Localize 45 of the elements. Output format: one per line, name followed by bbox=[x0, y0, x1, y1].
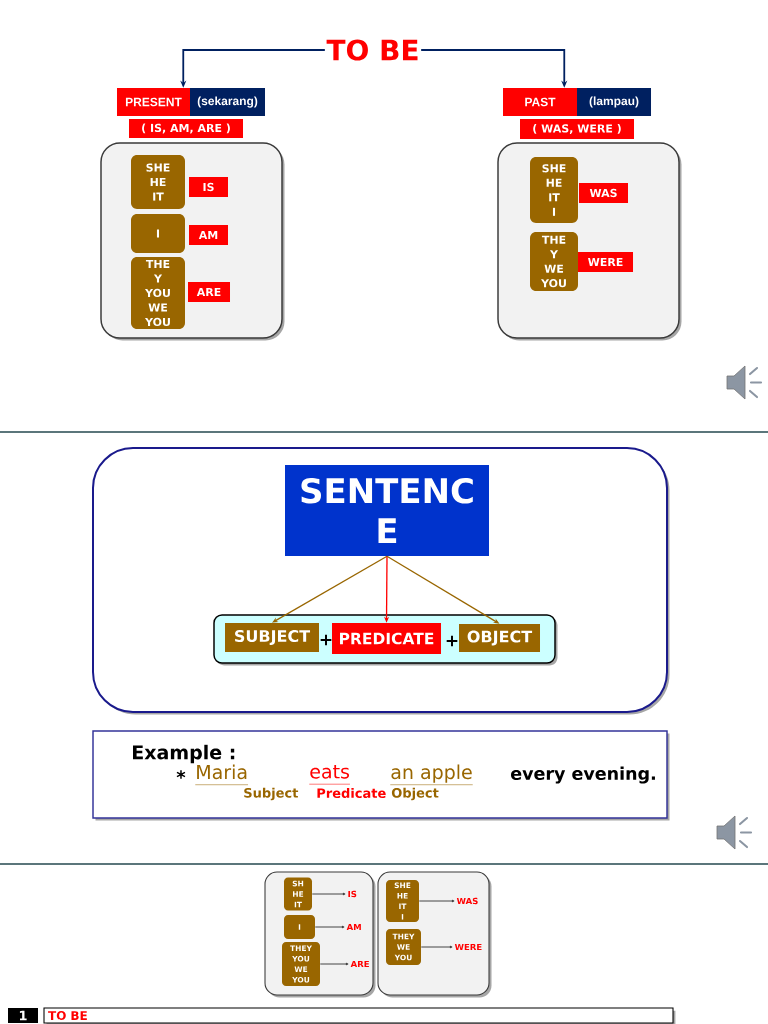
asterisk-text: * bbox=[176, 770, 186, 779]
verb-text: IS bbox=[348, 890, 357, 898]
verb-list-tag: ( IS, AM, ARE ) bbox=[129, 119, 243, 138]
verb-list-tag: ( WAS, WERE ) bbox=[520, 119, 634, 139]
pronoun-box: I bbox=[131, 214, 185, 253]
annotation-text: Predicate bbox=[317, 787, 386, 799]
tense-tag: PRESENT bbox=[117, 88, 190, 116]
verb-tag: WAS bbox=[579, 183, 628, 203]
verb-tag: IS bbox=[189, 177, 228, 197]
arrow bbox=[418, 899, 455, 903]
text-box: TO BE bbox=[43, 1007, 676, 1024]
verb-tag: ARE bbox=[188, 282, 230, 302]
underlined-word: an apple bbox=[390, 764, 473, 785]
pronoun-box: THE Y YOU WE YOU bbox=[131, 257, 185, 329]
verb-text: WAS bbox=[456, 897, 478, 905]
verb-tag: WERE bbox=[578, 252, 633, 272]
annotation-text: Object bbox=[391, 787, 439, 801]
title-text: TO BE bbox=[326, 39, 418, 61]
pronoun-box: SHE HE IT bbox=[131, 155, 185, 209]
tense-tag: PAST bbox=[503, 88, 577, 116]
translation-tag: (sekarang) bbox=[190, 88, 265, 116]
number-box: 1 bbox=[8, 1008, 38, 1023]
arrow bbox=[420, 945, 453, 949]
sentence-box: SENTENC E bbox=[285, 465, 489, 556]
translation-tag: (lampau) bbox=[577, 88, 651, 116]
plus-sign: + bbox=[446, 635, 458, 647]
arrow bbox=[311, 892, 346, 896]
underlined-word: Maria bbox=[195, 764, 249, 785]
arrow bbox=[319, 962, 349, 966]
example-heading: Example : bbox=[133, 744, 235, 764]
verb-tag: AM bbox=[189, 225, 228, 245]
sentence-part-box: PREDICATE bbox=[332, 623, 441, 654]
pronoun-box: THE Y WE YOU bbox=[530, 232, 578, 291]
verb-text: WERE bbox=[454, 943, 482, 951]
underlined-word: eats bbox=[309, 765, 351, 785]
plus-sign: + bbox=[320, 634, 332, 646]
pronoun-box: SHE HE IT I bbox=[530, 157, 578, 223]
verb-text: ARE bbox=[350, 960, 369, 968]
verb-text: AM bbox=[346, 923, 361, 931]
sentence-text: every evening. bbox=[511, 766, 655, 784]
sentence-part-box: OBJECT bbox=[459, 624, 540, 652]
annotation-text: Subject bbox=[244, 787, 299, 801]
sentence-part-box: SUBJECT bbox=[225, 623, 319, 652]
arrow bbox=[314, 925, 345, 929]
arrow bbox=[272, 555, 388, 623]
